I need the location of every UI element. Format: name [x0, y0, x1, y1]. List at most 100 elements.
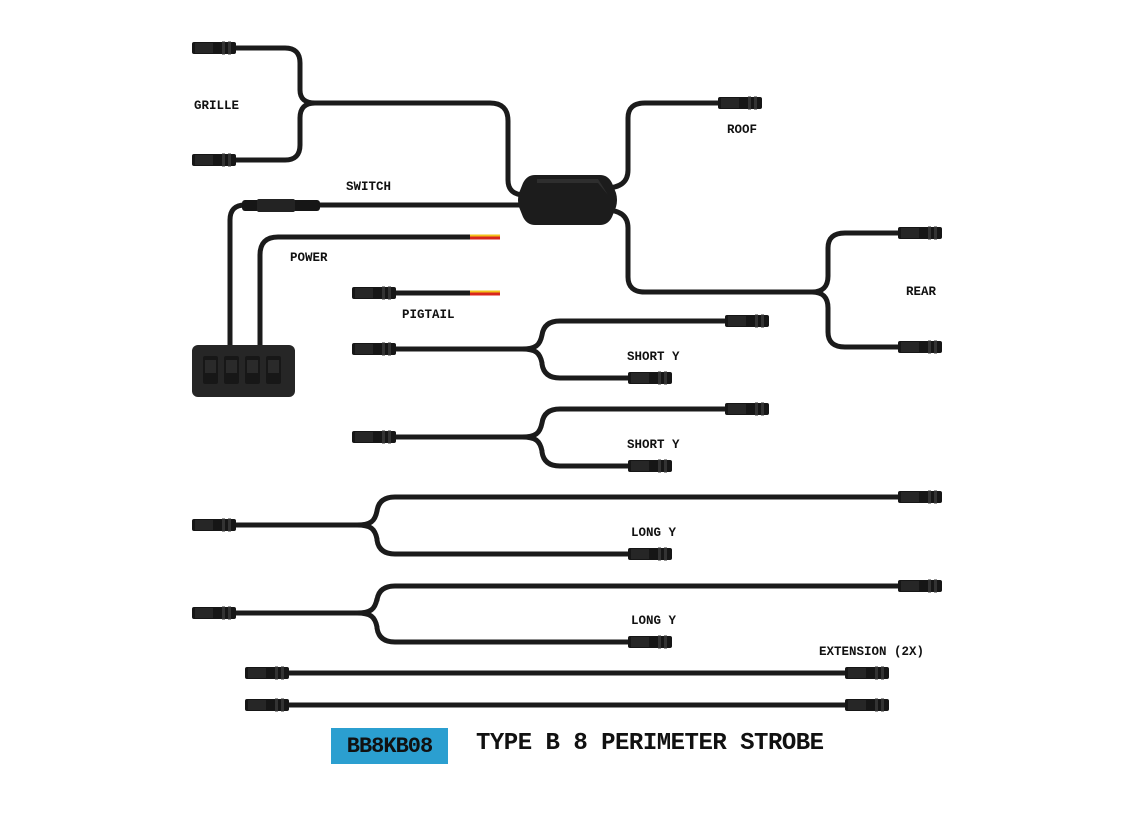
short-y-1-input-connector: [352, 342, 396, 356]
connector-grip: [848, 668, 866, 678]
connector-ring: [281, 698, 284, 712]
switch-panel: [192, 345, 295, 397]
label-long-y-1: LONG Y: [631, 526, 677, 540]
connector-ring: [934, 226, 937, 240]
grille-connector-lower: [192, 153, 236, 167]
short-y-2-top-connector: [725, 402, 769, 416]
connector-ring: [875, 698, 878, 712]
lead-yellow-wire: [470, 234, 500, 237]
connector-ring: [388, 430, 391, 444]
connector-grip: [195, 520, 213, 530]
connector-grip: [631, 637, 649, 647]
grille-wire: [229, 45, 528, 198]
short-y-2-bottom-connector: [628, 459, 672, 473]
connector-ring: [228, 153, 231, 167]
connector-ring: [928, 226, 931, 240]
rear-connector-upper: [898, 226, 942, 240]
connector-ring: [934, 340, 937, 354]
long-y-1-input-connector: [192, 518, 236, 532]
long-y-2-bottom-branch: [354, 610, 631, 645]
part-number-badge: BB8KB08: [331, 728, 448, 764]
connector-grip: [248, 700, 266, 710]
connector-ring: [664, 371, 667, 385]
connector-ring: [222, 153, 225, 167]
connector-ring: [928, 340, 931, 354]
connector-ring: [754, 96, 757, 110]
short-y-1-bottom-branch: [519, 346, 631, 381]
connector-ring: [664, 547, 667, 561]
connector-grip: [848, 700, 866, 710]
connector-ring: [382, 342, 385, 356]
switch-inline-coupler: [242, 199, 320, 212]
extension-connector-right-2: [845, 698, 889, 712]
coupler-grip: [257, 199, 295, 212]
connector-ring: [388, 342, 391, 356]
grille-wire-lower: [229, 100, 318, 163]
rocker-switch-face: [205, 360, 216, 373]
control-module-highlight: [537, 179, 608, 195]
connector-grip: [355, 288, 373, 298]
connector-ring: [658, 459, 661, 473]
connector-grip: [728, 404, 746, 414]
connector-ring: [664, 635, 667, 649]
lead-red-wire: [470, 290, 500, 296]
connector-ring: [228, 41, 231, 55]
connector-ring: [222, 518, 225, 532]
long-y-1-top-branch: [354, 494, 901, 528]
connector-ring: [222, 606, 225, 620]
long-y-1-bottom-connector: [628, 547, 672, 561]
connector-ring: [228, 606, 231, 620]
connector-ring: [934, 579, 937, 593]
label-rear: REAR: [906, 285, 937, 299]
connector-grip: [195, 608, 213, 618]
connector-ring: [755, 314, 758, 328]
long-y-2-input-connector: [192, 606, 236, 620]
short-y-2-top-branch: [519, 406, 728, 440]
label-power: POWER: [290, 251, 328, 265]
power-wire: [257, 234, 475, 353]
connector-grip: [631, 549, 649, 559]
connector-ring: [881, 698, 884, 712]
short-y-1-bottom-connector: [628, 371, 672, 385]
extension-connector-left-1: [245, 666, 289, 680]
connector-ring: [382, 430, 385, 444]
label-short-y-2: SHORT Y: [627, 438, 680, 452]
label-short-y-1: SHORT Y: [627, 350, 680, 364]
lead-yellow-wire: [470, 290, 500, 293]
connector-grip: [901, 492, 919, 502]
switch-wire-to-panel: [227, 202, 258, 353]
connector-grip: [631, 461, 649, 471]
connector-grip: [631, 373, 649, 383]
grille-connector-upper: [192, 41, 236, 55]
product-title: TYPE B 8 PERIMETER STROBE: [476, 730, 824, 757]
connector-grip: [195, 43, 213, 53]
rocker-switch-face: [247, 360, 258, 373]
connector-ring: [275, 666, 278, 680]
rear-wire-upper: [602, 207, 905, 295]
connector-grip: [248, 668, 266, 678]
short-y-2-bottom-branch: [519, 434, 631, 469]
connector-grip: [721, 98, 739, 108]
connector-grip: [901, 342, 919, 352]
connector-ring: [755, 402, 758, 416]
connector-ring: [934, 490, 937, 504]
connector-ring: [658, 635, 661, 649]
connector-ring: [222, 41, 225, 55]
short-y-1-top-branch: [519, 318, 728, 352]
connector-ring: [761, 314, 764, 328]
connector-ring: [228, 518, 231, 532]
connector-ring: [275, 698, 278, 712]
label-extension: EXTENSION (2X): [819, 645, 924, 659]
connector-ring: [281, 666, 284, 680]
label-grille: GRILLE: [194, 99, 239, 113]
connector-ring: [664, 459, 667, 473]
connector-grip: [355, 432, 373, 442]
label-long-y-2: LONG Y: [631, 614, 677, 628]
connector-ring: [382, 286, 385, 300]
label-pigtail: PIGTAIL: [402, 308, 455, 322]
short-y-1-top-connector: [725, 314, 769, 328]
connector-ring: [928, 490, 931, 504]
connector-grip: [355, 344, 373, 354]
